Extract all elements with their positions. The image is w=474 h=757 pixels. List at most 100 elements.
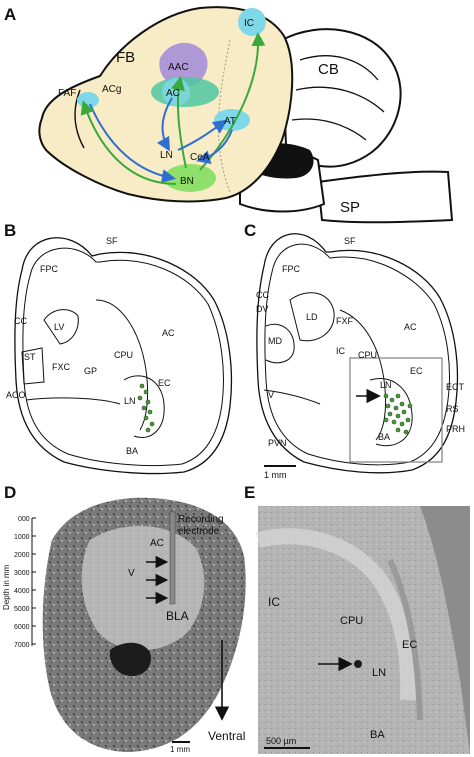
label-b-ba: BA	[126, 446, 138, 456]
site-dot	[400, 402, 404, 406]
site-dot	[148, 410, 152, 414]
label-b-sf: SF	[106, 236, 118, 246]
site-dot	[384, 418, 388, 422]
label-c-md: MD	[268, 336, 282, 346]
label-cb: CB	[318, 61, 339, 78]
label-e-cpu: CPU	[340, 615, 363, 627]
depth-tick-0: 000	[18, 516, 30, 523]
spinal-cord-shape	[318, 172, 452, 223]
label-d-electrode: electrode	[178, 526, 220, 537]
site-dot	[408, 404, 412, 408]
depth-tick-4000: 4000	[14, 588, 30, 595]
site-dot	[400, 422, 404, 426]
section-e-lesion-dot	[354, 660, 362, 668]
label-bn: BN	[180, 176, 194, 187]
label-b-ec: EC	[158, 378, 171, 388]
panel-e: E IC CPU EC LN BA 500 µm	[244, 483, 470, 754]
label-c-ac: AC	[404, 322, 417, 332]
site-dot	[138, 396, 142, 400]
site-dot	[392, 420, 396, 424]
panel-a: A FB CB SP IC AAC	[4, 5, 452, 222]
section-c-scale-label: 1 mm	[264, 470, 287, 480]
depth-tick-1000: 1000	[14, 534, 30, 541]
site-dot	[396, 394, 400, 398]
site-dot	[396, 414, 400, 418]
label-b-gp: GP	[84, 366, 97, 376]
label-b-ac: AC	[162, 328, 175, 338]
depth-tick-3000: 3000	[14, 570, 30, 577]
label-ic: IC	[244, 18, 254, 29]
label-d-recording: Recording	[178, 514, 224, 525]
section-d-scale-label: 1 mm	[170, 745, 190, 754]
label-e-ec: EC	[402, 639, 417, 651]
site-dot	[384, 394, 388, 398]
site-dot	[150, 422, 154, 426]
label-d-ac: AC	[150, 538, 164, 549]
site-dot	[386, 404, 390, 408]
depth-tick-5000: 5000	[14, 606, 30, 613]
site-dot	[144, 416, 148, 420]
cerebellum-shape	[282, 29, 401, 166]
panel-d: D 000 1000 2000 3000 4000 5000 6000 7000…	[2, 483, 246, 754]
label-faf: FAF	[58, 88, 76, 99]
site-dot	[146, 428, 150, 432]
panel-d-letter: D	[4, 483, 16, 502]
label-c-cc: CC	[256, 290, 269, 300]
faf-region	[77, 92, 99, 108]
label-sp: SP	[340, 199, 360, 216]
label-e-ba: BA	[370, 729, 385, 741]
depth-tick-6000: 6000	[14, 624, 30, 631]
label-d-v: V	[128, 568, 135, 579]
label-aac: AAC	[168, 62, 189, 73]
depth-tick-2000: 2000	[14, 552, 30, 559]
label-c-fxf: FXF	[336, 316, 354, 326]
label-d-ventral: Ventral	[208, 729, 245, 743]
site-dot	[142, 406, 146, 410]
label-c-sf: SF	[344, 236, 356, 246]
depth-axis-ticks	[32, 518, 36, 644]
panel-a-letter: A	[4, 5, 16, 24]
label-c-dv: DV	[256, 304, 269, 314]
label-b-lv: LV	[54, 322, 64, 332]
label-c-ic: IC	[336, 346, 346, 356]
label-c-rs: RS	[446, 404, 459, 414]
site-dot	[396, 428, 400, 432]
site-dot	[390, 398, 394, 402]
label-b-ln: LN	[124, 396, 136, 406]
label-acg: ACg	[102, 84, 121, 95]
label-fb: FB	[116, 49, 135, 66]
site-dot	[140, 384, 144, 388]
label-c-cpu: CPU	[358, 350, 377, 360]
label-b-fxc: FXC	[52, 362, 71, 372]
label-c-pvn: PVN	[268, 438, 287, 448]
depth-axis-title: Depth in mm	[2, 564, 11, 610]
label-e-ic: IC	[268, 595, 280, 609]
label-ac: AC	[166, 88, 180, 99]
label-c-ld: LD	[306, 312, 318, 322]
site-dot	[394, 406, 398, 410]
site-dot	[388, 412, 392, 416]
panel-b: B FPC SF CC LV ST FXC GP CPU AC EC LN BA…	[4, 221, 231, 474]
label-b-cpu: CPU	[114, 350, 133, 360]
label-c-prh: PRH	[446, 424, 465, 434]
label-b-fpc: FPC	[40, 264, 59, 274]
label-cea: CeA	[190, 152, 210, 163]
site-dot	[146, 400, 150, 404]
site-dot	[144, 390, 148, 394]
site-dot	[404, 430, 408, 434]
label-d-bla: BLA	[166, 609, 189, 623]
label-c-v: V	[268, 390, 274, 400]
panel-b-letter: B	[4, 221, 16, 240]
label-b-st: ST	[24, 352, 36, 362]
label-c-ect: ECT	[446, 382, 465, 392]
panel-c-letter: C	[244, 221, 256, 240]
label-e-ln: LN	[372, 667, 386, 679]
label-b-cc: CC	[14, 316, 27, 326]
panel-e-letter: E	[244, 483, 255, 502]
label-b-aco: ACO	[6, 390, 26, 400]
recording-electrode	[170, 512, 175, 604]
section-e-scale-label: 500 µm	[266, 736, 296, 746]
depth-tick-7000: 7000	[14, 642, 30, 649]
panel-c: C 1 mm FPC SF CC DV LD FXF MD AC IC CPU	[244, 221, 465, 480]
